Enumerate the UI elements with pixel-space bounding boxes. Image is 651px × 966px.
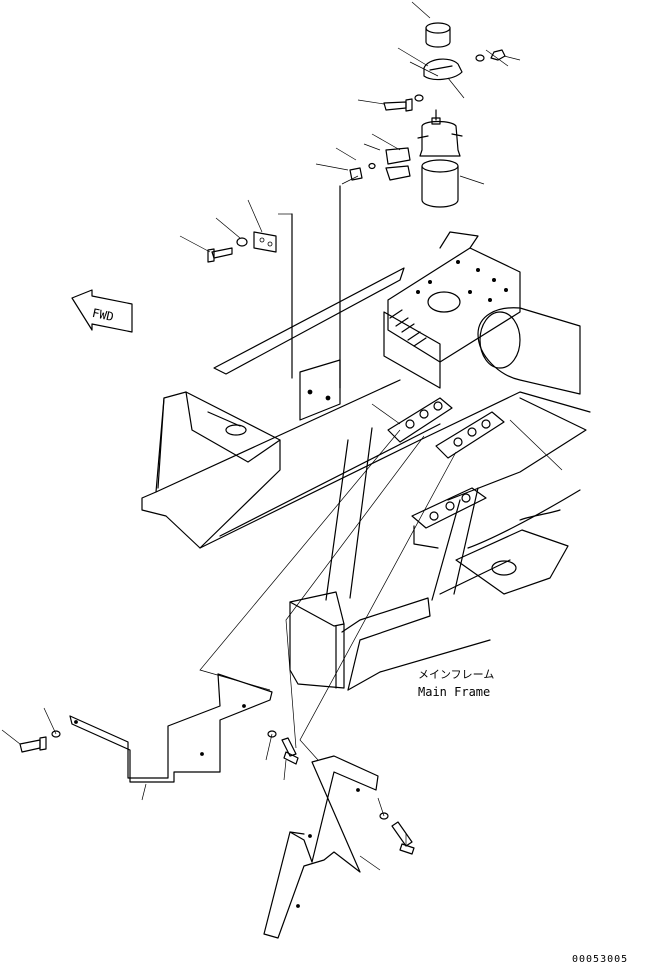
cross-bracket-upper <box>387 397 505 459</box>
bolt-mid <box>267 730 299 765</box>
cover-plate-left <box>69 673 273 783</box>
cover-plate-right <box>263 755 379 939</box>
bracket-plate-small <box>385 147 411 181</box>
main-frame-label-jp: メインフレーム <box>418 668 494 681</box>
fwd-label: FWD <box>91 306 115 324</box>
bolt-left <box>207 237 248 263</box>
cap-nut <box>425 22 451 48</box>
fwd-arrow: FWD <box>71 289 133 333</box>
cross-bracket-lower <box>411 487 487 549</box>
filter-body <box>417 109 463 208</box>
main-frame-label-en: Main Frame <box>418 685 490 699</box>
bracket-plate-left <box>253 231 277 253</box>
bolt-lower-right <box>379 812 415 855</box>
leader-lines <box>1 1 563 871</box>
bolt-lower-left <box>19 730 61 753</box>
washer-small <box>475 49 506 62</box>
nut-washer-left <box>349 162 376 181</box>
drawing-number: 00053005 <box>572 954 628 965</box>
bolt-top <box>383 94 424 112</box>
clamp-band <box>423 58 463 81</box>
main-frame <box>141 185 591 691</box>
